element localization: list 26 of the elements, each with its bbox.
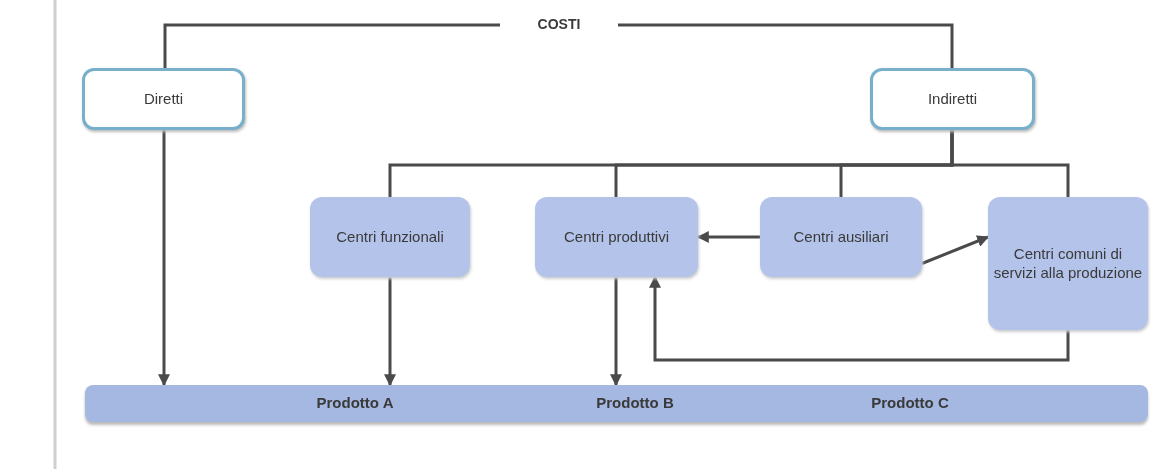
products-bar bbox=[85, 385, 1148, 422]
arrow bbox=[610, 277, 622, 387]
arrow bbox=[696, 231, 760, 243]
product-label: Prodotto C bbox=[870, 394, 950, 413]
node-label: Centri funzionali bbox=[336, 227, 444, 247]
arrow bbox=[921, 235, 990, 265]
node-label: Diretti bbox=[143, 89, 184, 109]
arrow bbox=[158, 130, 170, 387]
arrow bbox=[649, 275, 1070, 362]
connector-line bbox=[950, 130, 1070, 197]
cost-center-box bbox=[310, 197, 470, 277]
node-label: Indiretti bbox=[927, 89, 978, 109]
cost-center-box bbox=[988, 197, 1148, 330]
connector-line bbox=[163, 23, 500, 68]
node-label: Centri produttivi bbox=[563, 227, 669, 247]
product-label: Prodotto B bbox=[595, 394, 675, 413]
arrow bbox=[384, 277, 396, 387]
cost-center-box bbox=[760, 197, 922, 277]
node-label: COSTI bbox=[537, 16, 581, 34]
node-label: Centri comuni di servizi alla produzione bbox=[992, 244, 1144, 283]
category-box bbox=[82, 68, 245, 130]
product-label: Prodotto A bbox=[315, 394, 395, 413]
cost-center-box bbox=[535, 197, 698, 277]
connector-line bbox=[618, 23, 954, 68]
node-label: Centri ausiliari bbox=[793, 227, 889, 247]
category-box bbox=[870, 68, 1035, 130]
